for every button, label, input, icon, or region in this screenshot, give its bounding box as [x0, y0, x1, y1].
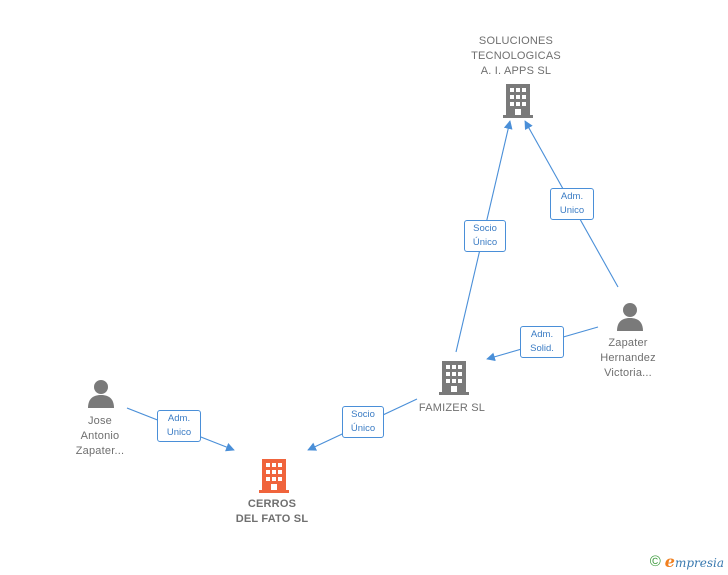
- building-icon[interactable]: [259, 459, 289, 493]
- relation-label-adm-unico: Adm. Unico: [157, 410, 201, 442]
- copyright-icon: ©: [649, 553, 661, 570]
- relation-label-adm-unico: Adm. Unico: [550, 188, 594, 220]
- building-icon[interactable]: [503, 84, 533, 118]
- building-icon[interactable]: [439, 361, 469, 395]
- relation-label-socio-unico: Socio Único: [342, 406, 384, 438]
- relation-label-socio-unico: Socio Único: [464, 220, 506, 252]
- person-icon[interactable]: [617, 303, 643, 331]
- footer-brand: © empresia: [650, 552, 724, 571]
- person-icon[interactable]: [88, 380, 114, 408]
- brand-logo: empresia: [664, 552, 724, 571]
- company-label-famizer[interactable]: FAMIZER SL: [418, 402, 486, 414]
- relation-label-adm-solid: Adm. Solid.: [520, 326, 564, 358]
- company-label-cerros[interactable]: CERROS DEL FATO SL: [235, 498, 309, 525]
- person-label-jose-antonio[interactable]: Jose Antonio Zapater...: [75, 415, 125, 457]
- person-label-zapater-hernandez[interactable]: Zapater Hernandez Victoria...: [600, 337, 656, 379]
- company-label-soluciones[interactable]: SOLUCIONES TECNOLOGICAS A. I. APPS SL: [471, 35, 561, 77]
